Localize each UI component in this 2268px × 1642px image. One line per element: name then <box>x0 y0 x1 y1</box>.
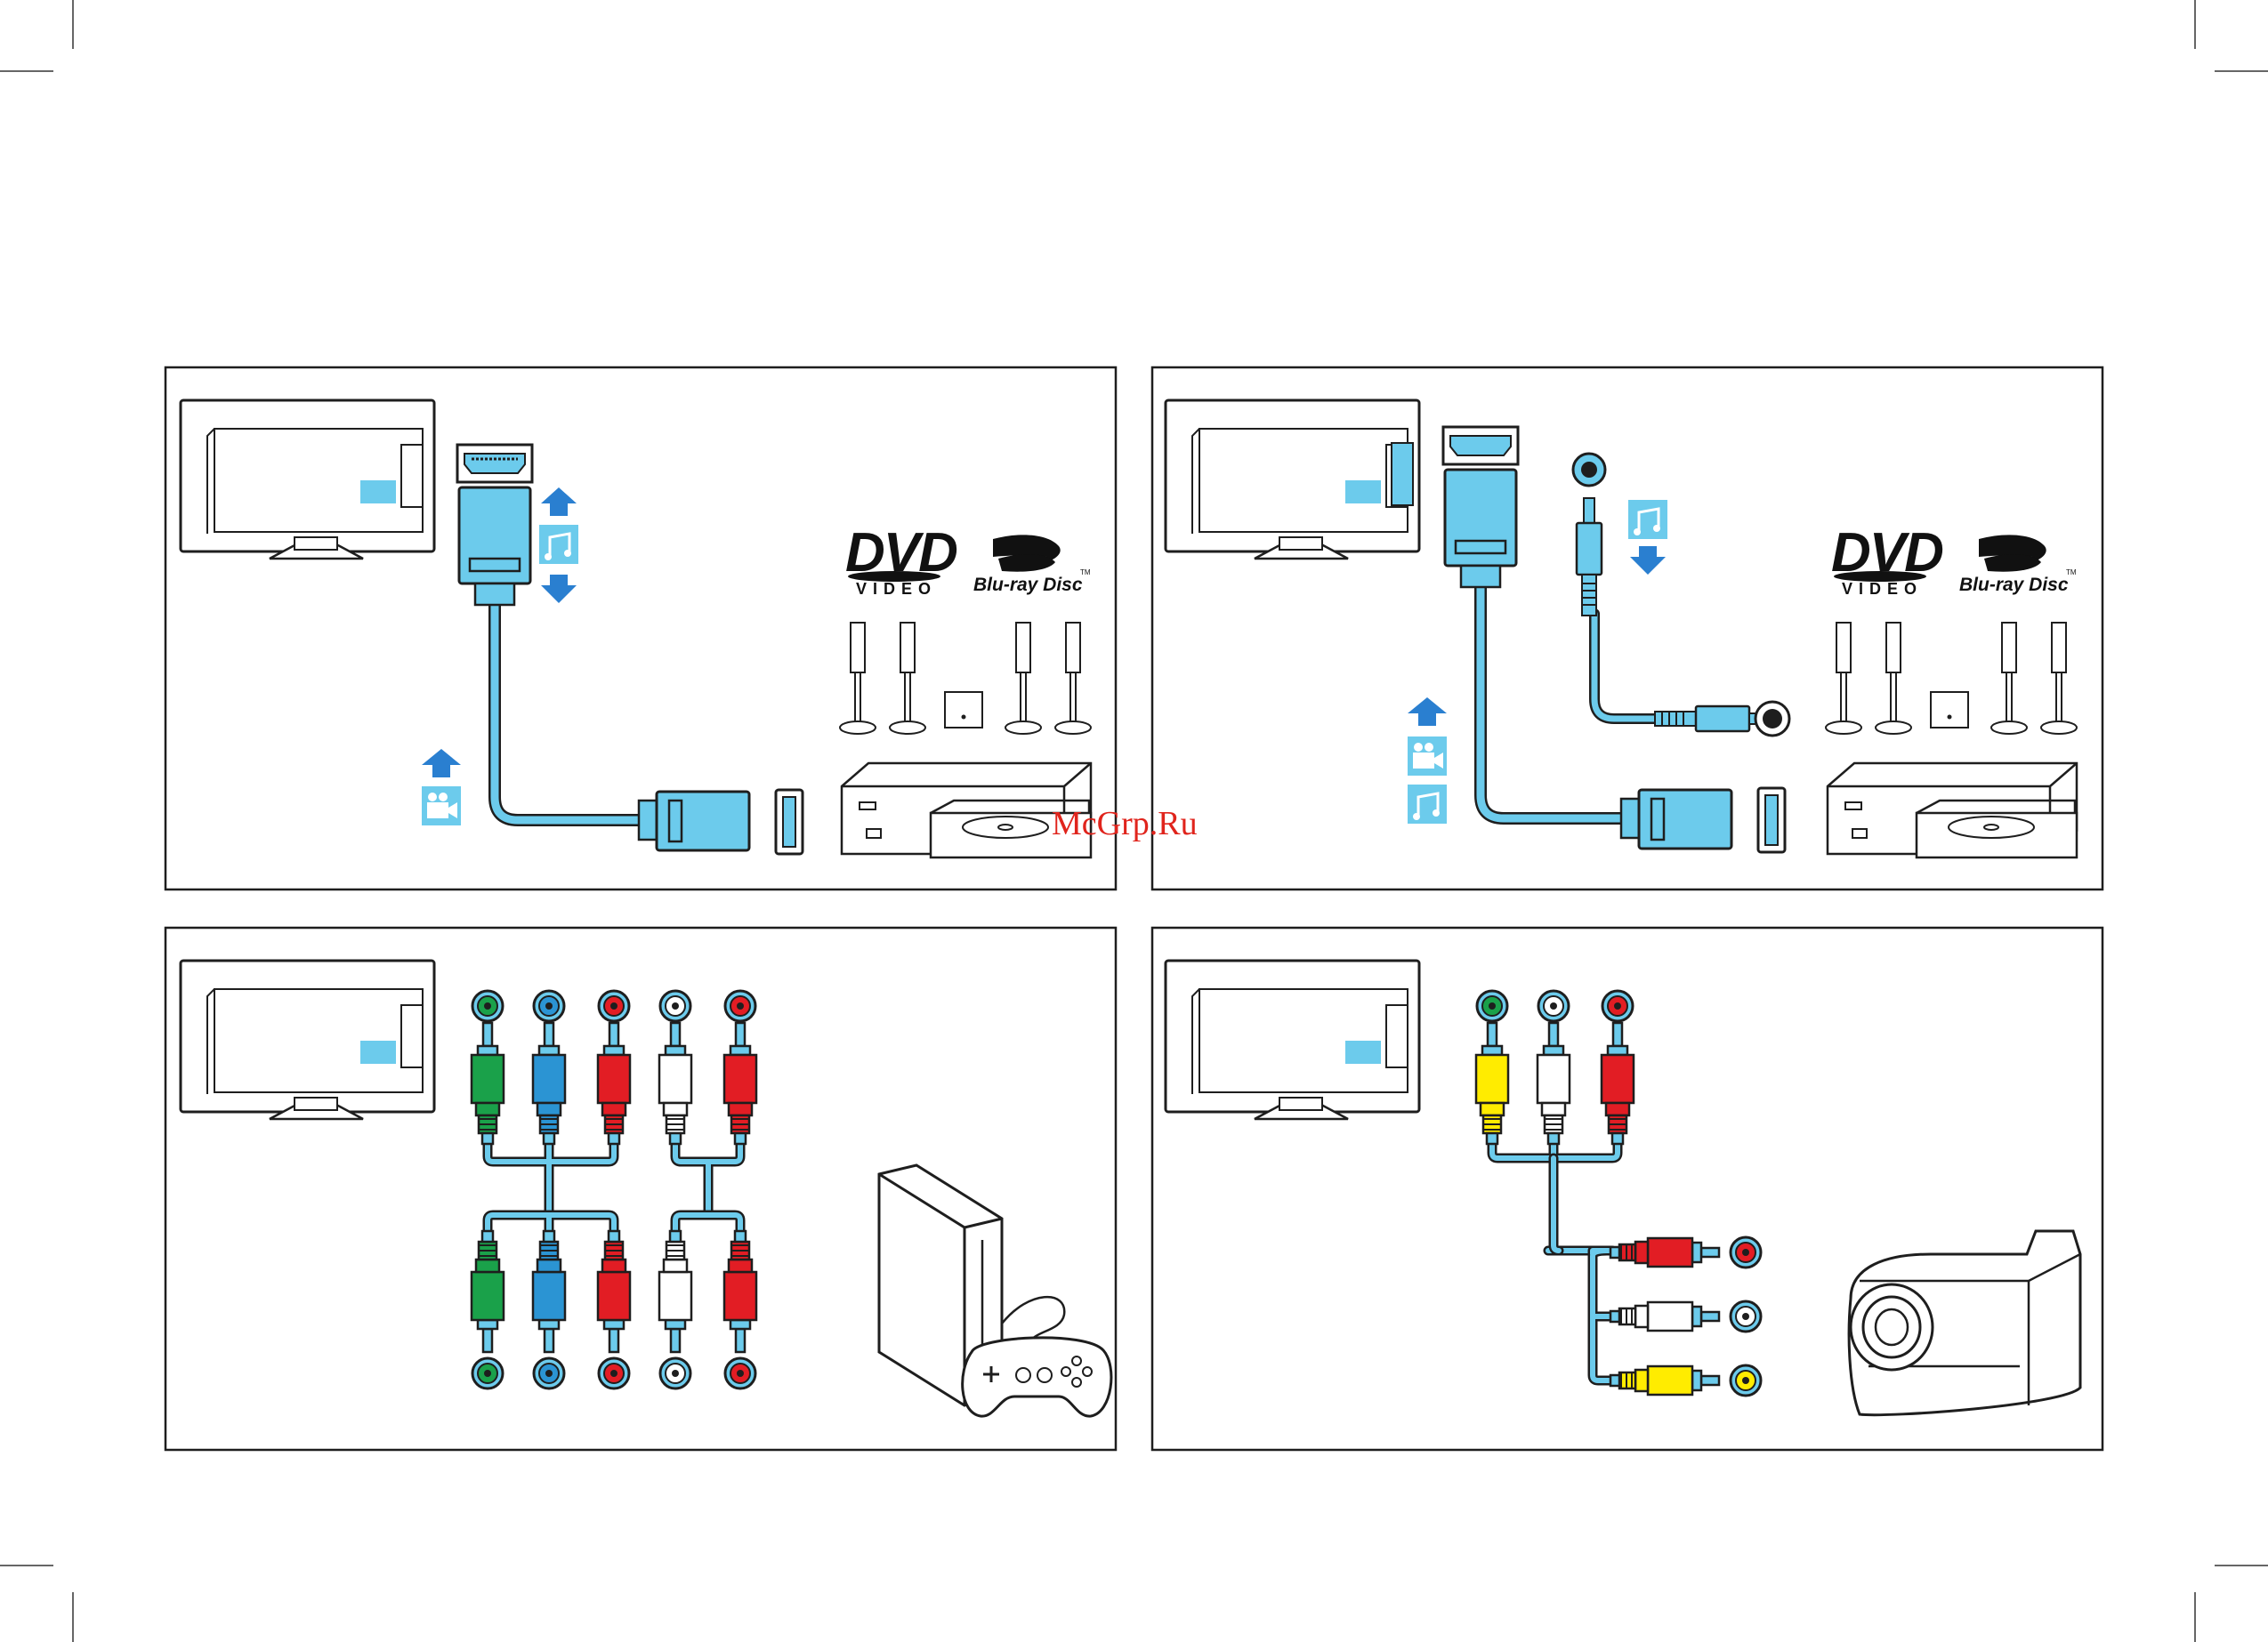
rca-jack <box>1731 1237 1761 1268</box>
hdmi-plug-bottom <box>639 790 803 854</box>
arrow-down-icon <box>1630 546 1666 575</box>
svg-text:VIDEO: VIDEO <box>856 580 937 598</box>
video-camera-icon <box>422 786 461 825</box>
camcorder-icon <box>1849 1231 2080 1415</box>
svg-text:Blu-ray Disc: Blu-ray Disc <box>1959 575 2069 595</box>
music-note-icon <box>1628 500 1667 539</box>
svg-text:VIDEO: VIDEO <box>1842 580 1923 598</box>
arrow-up-icon <box>541 487 577 516</box>
rca-jack <box>472 1358 503 1388</box>
rca-plug <box>659 1023 691 1144</box>
rca-plug <box>1476 1023 1508 1144</box>
arrow-down-icon <box>541 575 577 603</box>
arrow-up-icon <box>1408 697 1447 726</box>
dvd-logo: DVD VIDEO <box>845 522 957 598</box>
tv-icon <box>181 400 434 559</box>
rca-jack <box>599 991 629 1021</box>
rca-jack <box>725 1358 755 1388</box>
rca-plug <box>598 1023 630 1144</box>
rca-jack <box>472 991 503 1021</box>
home-theater-icon <box>1826 623 2077 857</box>
svg-text:TM: TM <box>2066 568 2077 576</box>
rca-jack <box>1538 991 1569 1021</box>
rca-plug <box>1610 1366 1719 1395</box>
svg-text:Blu-ray Disc: Blu-ray Disc <box>973 575 1083 595</box>
rca-jack <box>599 1358 629 1388</box>
rca-plug <box>472 1023 504 1144</box>
rca-jack <box>660 991 690 1021</box>
optical-plug-bottom <box>1655 702 1789 736</box>
rca-plug <box>1610 1238 1719 1267</box>
rca-plug <box>533 1023 565 1144</box>
rca-plug <box>724 1023 756 1144</box>
tv-icon <box>1166 400 1419 559</box>
bluray-logo: Blu-ray Disc TM <box>973 535 1091 595</box>
tv-icon <box>181 961 434 1119</box>
game-console-icon <box>879 1165 1111 1416</box>
rca-plug <box>724 1231 756 1352</box>
rca-jack <box>534 991 564 1021</box>
panel-hdmi-optical: DVD VIDEO Blu-ray Disc TM <box>1152 367 2103 889</box>
rca-plug <box>533 1231 565 1352</box>
rca-plug <box>598 1231 630 1352</box>
video-camera-icon <box>1408 736 1447 776</box>
rca-plug <box>472 1231 504 1352</box>
rca-jack <box>1602 991 1633 1021</box>
rca-jack <box>534 1358 564 1388</box>
arrow-up-icon <box>422 749 461 777</box>
watermark: McGrp.Ru <box>1052 805 1198 842</box>
hdmi-plug-top <box>457 445 532 605</box>
hdmi-plug-bottom <box>1621 788 1785 852</box>
panel-hdmi: DVD VIDEO Blu-ray Disc TM <box>165 367 1116 889</box>
hdmi-plug-top <box>1443 427 1518 587</box>
rca-jack <box>1731 1365 1761 1396</box>
panel-composite <box>1152 928 2103 1450</box>
optical-jack-top <box>1573 454 1605 486</box>
rca-plug <box>1610 1302 1719 1331</box>
rca-jack <box>1731 1301 1761 1332</box>
rca-plug <box>659 1231 691 1352</box>
rca-plug <box>1538 1023 1570 1144</box>
panel-component <box>165 928 1116 1450</box>
music-note-icon <box>1408 785 1447 824</box>
rca-jack <box>1477 991 1507 1021</box>
rca-jack <box>725 991 755 1021</box>
svg-text:TM: TM <box>1080 568 1091 576</box>
rca-jack <box>660 1358 690 1388</box>
dvd-logo: DVD VIDEO <box>1831 522 1943 598</box>
rca-plug <box>1602 1023 1634 1144</box>
music-note-icon <box>539 525 578 564</box>
bluray-logo: Blu-ray Disc TM <box>1959 535 2077 595</box>
optical-plug-top <box>1577 498 1602 616</box>
tv-icon <box>1166 961 1419 1119</box>
